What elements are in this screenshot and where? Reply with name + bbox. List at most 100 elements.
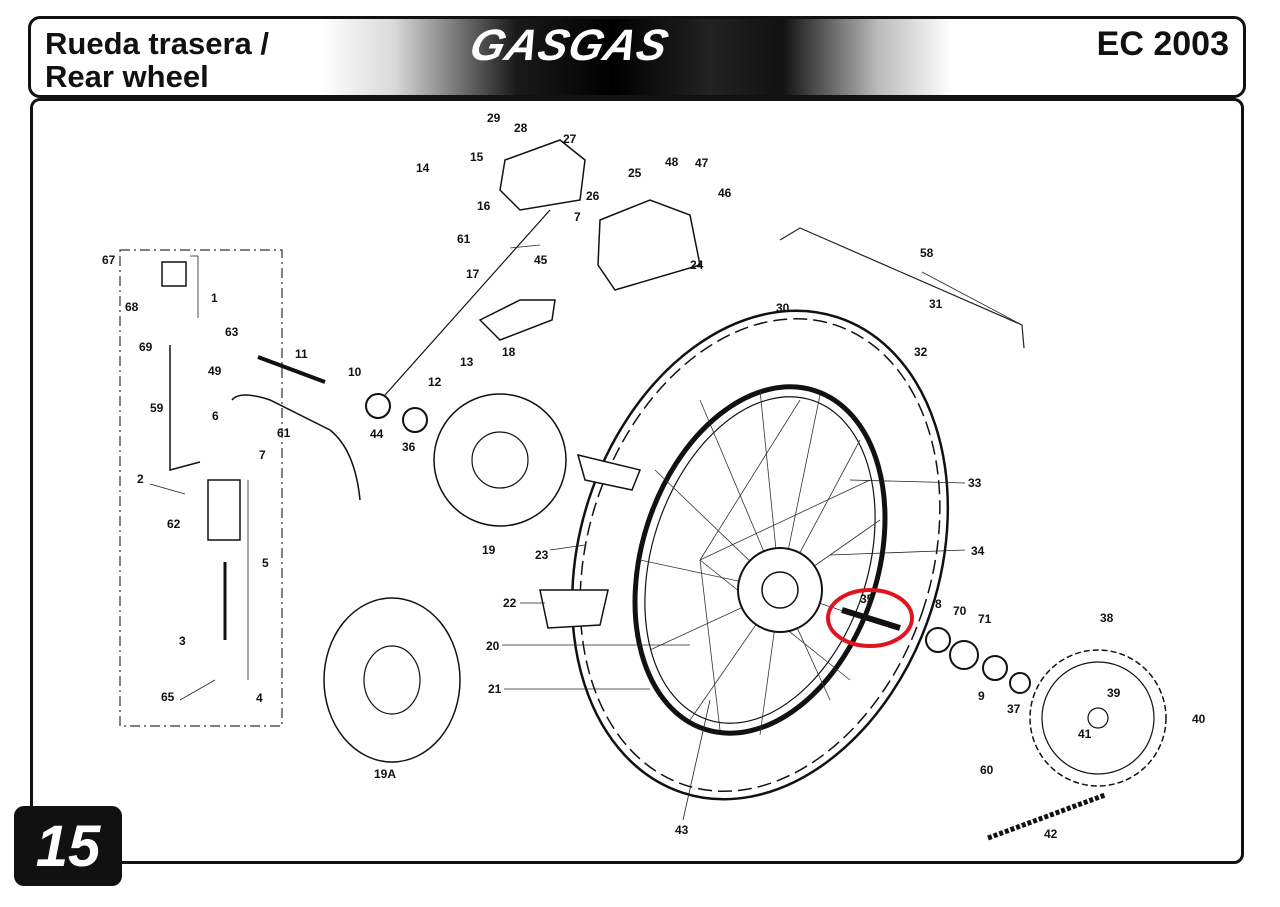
callout-2: 2 [137, 472, 144, 486]
callout-41: 41 [1078, 727, 1092, 741]
callout-33: 33 [968, 476, 982, 490]
sprocket [1029, 649, 1167, 787]
brake-disc-19a [323, 597, 461, 763]
brake-line [231, 394, 361, 501]
callout-45: 45 [534, 253, 548, 267]
callout-6: 6 [212, 409, 219, 423]
callout-13: 13 [460, 355, 474, 369]
callout-23: 23 [535, 548, 549, 562]
callout-36: 36 [402, 440, 416, 454]
diagram-frame [30, 98, 1244, 864]
bracket-58 [779, 227, 1025, 349]
callout-29: 29 [487, 111, 501, 125]
callout-8: 8 [935, 597, 942, 611]
callout-7: 7 [574, 210, 581, 224]
page-number-badge: 15 [14, 806, 122, 886]
callout-10: 10 [348, 365, 362, 379]
page-title: Rueda trasera / Rear wheel [45, 27, 269, 93]
callout-12: 12 [428, 375, 442, 389]
spacer [841, 607, 901, 631]
chain-guard [539, 589, 609, 629]
callout-18: 18 [502, 345, 516, 359]
callout-1: 1 [211, 291, 218, 305]
reservoir-hose [169, 345, 201, 471]
callout-labels: 29 28 27 14 15 16 26 7 61 25 48 47 46 24… [102, 111, 1206, 841]
callout-40: 40 [1192, 712, 1206, 726]
hub-bore [761, 571, 799, 609]
master-cylinder [207, 479, 241, 541]
callout-47: 47 [695, 156, 709, 170]
callout-43: 43 [675, 823, 689, 837]
callout-46: 46 [718, 186, 732, 200]
callout-20: 20 [486, 639, 500, 653]
callout-60: 60 [980, 763, 994, 777]
callout-16: 16 [477, 199, 491, 213]
caliper-support [597, 199, 701, 291]
title-spanish: Rueda trasera / [45, 26, 269, 61]
callout-26: 26 [586, 189, 600, 203]
tire-tread [579, 318, 941, 792]
callout-15: 15 [470, 150, 484, 164]
spacer-37 [1009, 672, 1031, 694]
seal-44 [365, 393, 391, 419]
callout-14: 14 [416, 161, 430, 175]
callout-17: 17 [466, 267, 480, 281]
callout-11: 11 [295, 347, 308, 361]
brake-hose [384, 209, 551, 396]
callout-22: 22 [503, 596, 517, 610]
brake-pads [478, 299, 556, 341]
callout-9: 9 [978, 689, 985, 703]
callout-38: 38 [1100, 611, 1114, 625]
callout-31: 31 [929, 297, 943, 311]
rim [632, 384, 888, 736]
brake-disc-19a-center [363, 645, 421, 715]
callout-62: 62 [167, 517, 181, 531]
model-label: EC 2003 [1096, 25, 1229, 63]
callout-28: 28 [514, 121, 528, 135]
chain [987, 792, 1106, 841]
callout-3: 3 [179, 634, 186, 648]
callout-32: 32 [914, 345, 928, 359]
callout-19a: 19A [374, 767, 396, 781]
callout-21: 21 [488, 682, 502, 696]
header-banner: Rueda trasera / Rear wheel GASGAS EC 200… [28, 16, 1246, 98]
callout-49: 49 [208, 364, 222, 378]
callout-67: 67 [102, 253, 116, 267]
title-english: Rear wheel [45, 59, 209, 94]
callout-63: 63 [225, 325, 239, 339]
callout-42: 42 [1044, 827, 1058, 841]
callout-19: 19 [482, 543, 496, 557]
callout-37: 37 [1007, 702, 1021, 716]
callout-24: 24 [690, 258, 704, 272]
callout-69: 69 [139, 340, 153, 354]
callout-59: 59 [150, 401, 164, 415]
callout-70: 70 [953, 604, 967, 618]
callout-61b: 61 [277, 426, 291, 440]
callout-4: 4 [256, 691, 263, 705]
callout-65: 65 [161, 690, 175, 704]
sprocket-inner [1041, 661, 1155, 775]
spacer-9 [982, 655, 1008, 681]
callout-68: 68 [125, 300, 139, 314]
callout-5: 5 [262, 556, 269, 570]
callout-34: 34 [971, 544, 985, 558]
callout-44: 44 [370, 427, 384, 441]
brake-disc-center [471, 431, 529, 489]
caliper [499, 139, 586, 211]
parts-group-box [119, 249, 283, 727]
callout-48: 48 [665, 155, 679, 169]
callout-30: 30 [776, 301, 790, 315]
bearing-36 [402, 407, 428, 433]
bearing-71 [949, 640, 979, 670]
axle [257, 355, 326, 384]
brake-disc [433, 393, 567, 527]
callout-7b: 7 [259, 448, 266, 462]
callout-25: 25 [628, 166, 642, 180]
sprocket-hub [1087, 707, 1109, 729]
leader-lines [149, 244, 1023, 821]
callout-27: 27 [563, 132, 577, 146]
rim-inner [644, 396, 876, 724]
callout-71: 71 [978, 612, 992, 626]
callout-39: 39 [1107, 686, 1121, 700]
